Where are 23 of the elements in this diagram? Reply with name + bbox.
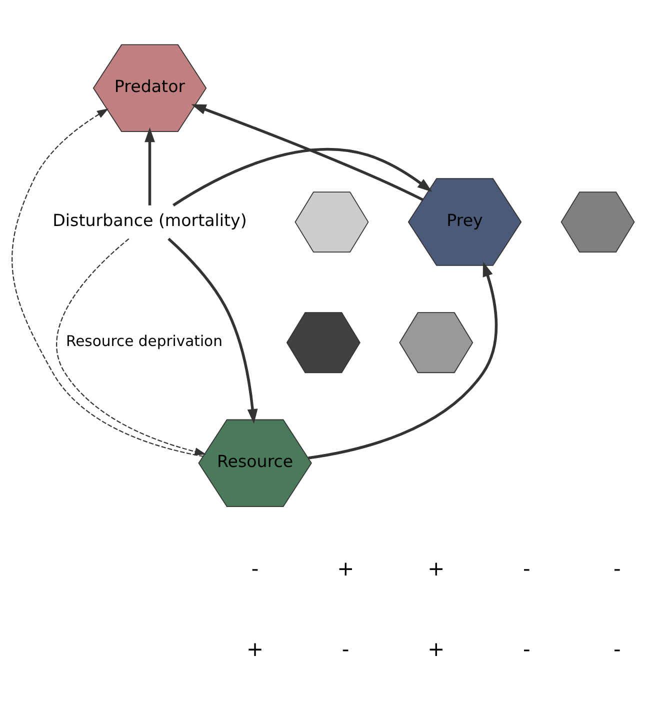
node-hexagon (294, 192, 369, 253)
label: + (428, 556, 445, 580)
label: - (614, 556, 621, 580)
label: + (428, 636, 445, 661)
label: - (522, 556, 530, 580)
arrow (308, 262, 498, 460)
node-text: Disturbance (mortality) (52, 211, 247, 230)
label: + (337, 556, 354, 580)
arrow (168, 238, 258, 424)
arrow (172, 148, 432, 206)
node-hexagon (560, 192, 635, 253)
label: - (614, 636, 621, 661)
label: + (246, 636, 264, 661)
node-hexagon (399, 312, 474, 374)
arrow (12, 108, 204, 457)
arrow (56, 238, 206, 456)
label: - (251, 556, 259, 580)
arrow (144, 127, 155, 206)
node-hexagon (286, 312, 360, 374)
label: - (342, 636, 350, 661)
label: - (522, 636, 530, 661)
arrow (191, 104, 424, 201)
edge-label: Resource deprivation (66, 333, 222, 350)
